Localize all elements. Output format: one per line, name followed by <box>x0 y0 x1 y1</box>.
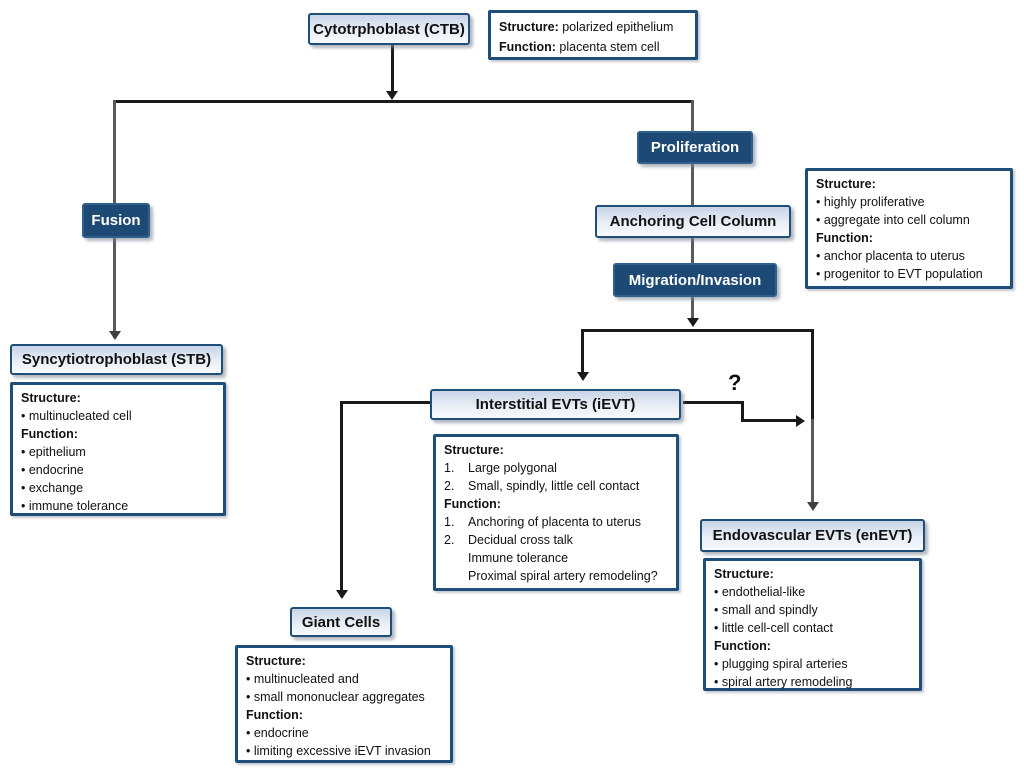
connector-giant-horizontal <box>340 401 432 404</box>
info-line: • small mononuclear aggregates <box>246 690 425 704</box>
connector-question-h2 <box>741 419 801 422</box>
node-enevt: Endovascular EVTs (enEVT) <box>700 519 925 552</box>
info-line: • progenitor to EVT population <box>816 267 983 281</box>
connector-question-h1 <box>683 401 744 404</box>
info-line: 2. Decidual cross talk <box>444 533 573 547</box>
arrow-down-ievt <box>577 372 589 381</box>
arrow-down-enevt <box>807 502 819 511</box>
info-box-ievt: Structure: 1. Large polygonal 2. Small, … <box>433 434 679 591</box>
info-line: Structure: polarized epithelium <box>499 20 674 34</box>
arrow-down-migration-branch <box>687 318 699 327</box>
info-line: Structure: <box>816 177 876 191</box>
arrow-right-question <box>796 415 805 427</box>
info-line: • endocrine <box>21 463 84 477</box>
node-ievt: Interstitial EVTs (iEVT) <box>430 389 681 420</box>
info-line: • spiral artery remodeling <box>714 675 853 689</box>
node-giant-cells: Giant Cells <box>290 607 392 637</box>
info-line: • small and spindly <box>714 603 818 617</box>
info-line: Structure: <box>246 654 306 668</box>
info-line: 2. Small, spindly, little cell contact <box>444 479 640 493</box>
node-fusion-label: Fusion <box>91 212 141 229</box>
connector-enevt-vertical-upper <box>811 329 814 419</box>
info-box-proliferation: Structure: • highly proliferative • aggr… <box>805 168 1013 289</box>
node-giant-cells-label: Giant Cells <box>301 613 381 631</box>
question-mark-label: ? <box>728 370 742 395</box>
info-line: • little cell-cell contact <box>714 621 834 635</box>
arrow-down-ctb-split <box>386 91 398 100</box>
info-line: • aggregate into cell column <box>816 213 970 227</box>
node-anchoring-label: Anchoring Cell Column <box>609 213 777 230</box>
info-line: • highly proliferative <box>816 195 925 209</box>
node-anchoring-cell-column: Anchoring Cell Column <box>595 205 791 238</box>
info-line: Structure: <box>714 567 774 581</box>
connector-top-horizontal <box>113 100 694 103</box>
info-box-stb: Structure: • multinucleated cell Functio… <box>10 382 226 516</box>
connector-giant-vertical <box>340 401 343 597</box>
node-stb: Syncytiotrophoblast (STB) <box>10 344 223 375</box>
info-line: • plugging spiral arteries <box>714 657 848 671</box>
info-line: • endocrine <box>246 726 309 740</box>
node-proliferation: Proliferation <box>637 131 753 164</box>
info-line: Structure: <box>444 443 504 457</box>
connector-enevt-vertical-lower <box>811 419 814 507</box>
info-line: • immune tolerance <box>21 499 129 513</box>
info-line: • limiting excessive iEVT invasion <box>246 744 431 758</box>
info-line: Function: <box>444 497 501 511</box>
connector-branch-horizontal <box>581 329 814 332</box>
info-line: Function: <box>21 427 78 441</box>
node-stb-label: Syncytiotrophoblast (STB) <box>21 351 212 368</box>
info-line: Proximal spiral artery remodeling? <box>468 569 658 583</box>
info-line: Function: <box>714 639 771 653</box>
node-enevt-label: Endovascular EVTs (enEVT) <box>712 527 913 544</box>
node-fusion: Fusion <box>82 203 150 238</box>
node-proliferation-label: Proliferation <box>650 139 740 156</box>
info-line: • multinucleated cell <box>21 409 132 423</box>
connector-ctb-down <box>391 45 394 97</box>
info-line: Function: <box>246 708 303 722</box>
connector-ievt-down <box>581 329 584 378</box>
connector-question-v <box>741 401 744 422</box>
info-line: • epithelium <box>21 445 86 459</box>
info-box-giant-cells: Structure: • multinucleated and • small … <box>235 645 453 763</box>
node-migration-invasion: Migration/Invasion <box>613 263 777 297</box>
node-migration-label: Migration/Invasion <box>628 271 762 289</box>
info-line: Immune tolerance <box>468 551 569 565</box>
info-line: Structure: <box>21 391 81 405</box>
arrow-down-giant-cells <box>336 590 348 599</box>
info-line: • endothelial-like <box>714 585 806 599</box>
arrow-down-stb <box>109 331 121 340</box>
info-line: • anchor placenta to uterus <box>816 249 965 263</box>
info-line: • multinucleated and <box>246 672 359 686</box>
info-line: Function: placenta stem cell <box>499 40 660 54</box>
node-ctb: Cytotrphoblast (CTB) <box>308 13 470 45</box>
node-ievt-label: Interstitial EVTs (iEVT) <box>475 396 636 413</box>
info-line: 1. Anchoring of placenta to uterus <box>444 515 642 529</box>
node-ctb-label: Cytotrphoblast (CTB) <box>313 20 465 38</box>
info-line: 1. Large polygonal <box>444 461 557 475</box>
info-line: • exchange <box>21 481 84 495</box>
info-box-ctb: Structure: polarized epithelium Function… <box>488 10 698 60</box>
info-box-enevt: Structure: • endothelial-like • small an… <box>703 558 922 691</box>
info-line: Function: <box>816 231 873 245</box>
